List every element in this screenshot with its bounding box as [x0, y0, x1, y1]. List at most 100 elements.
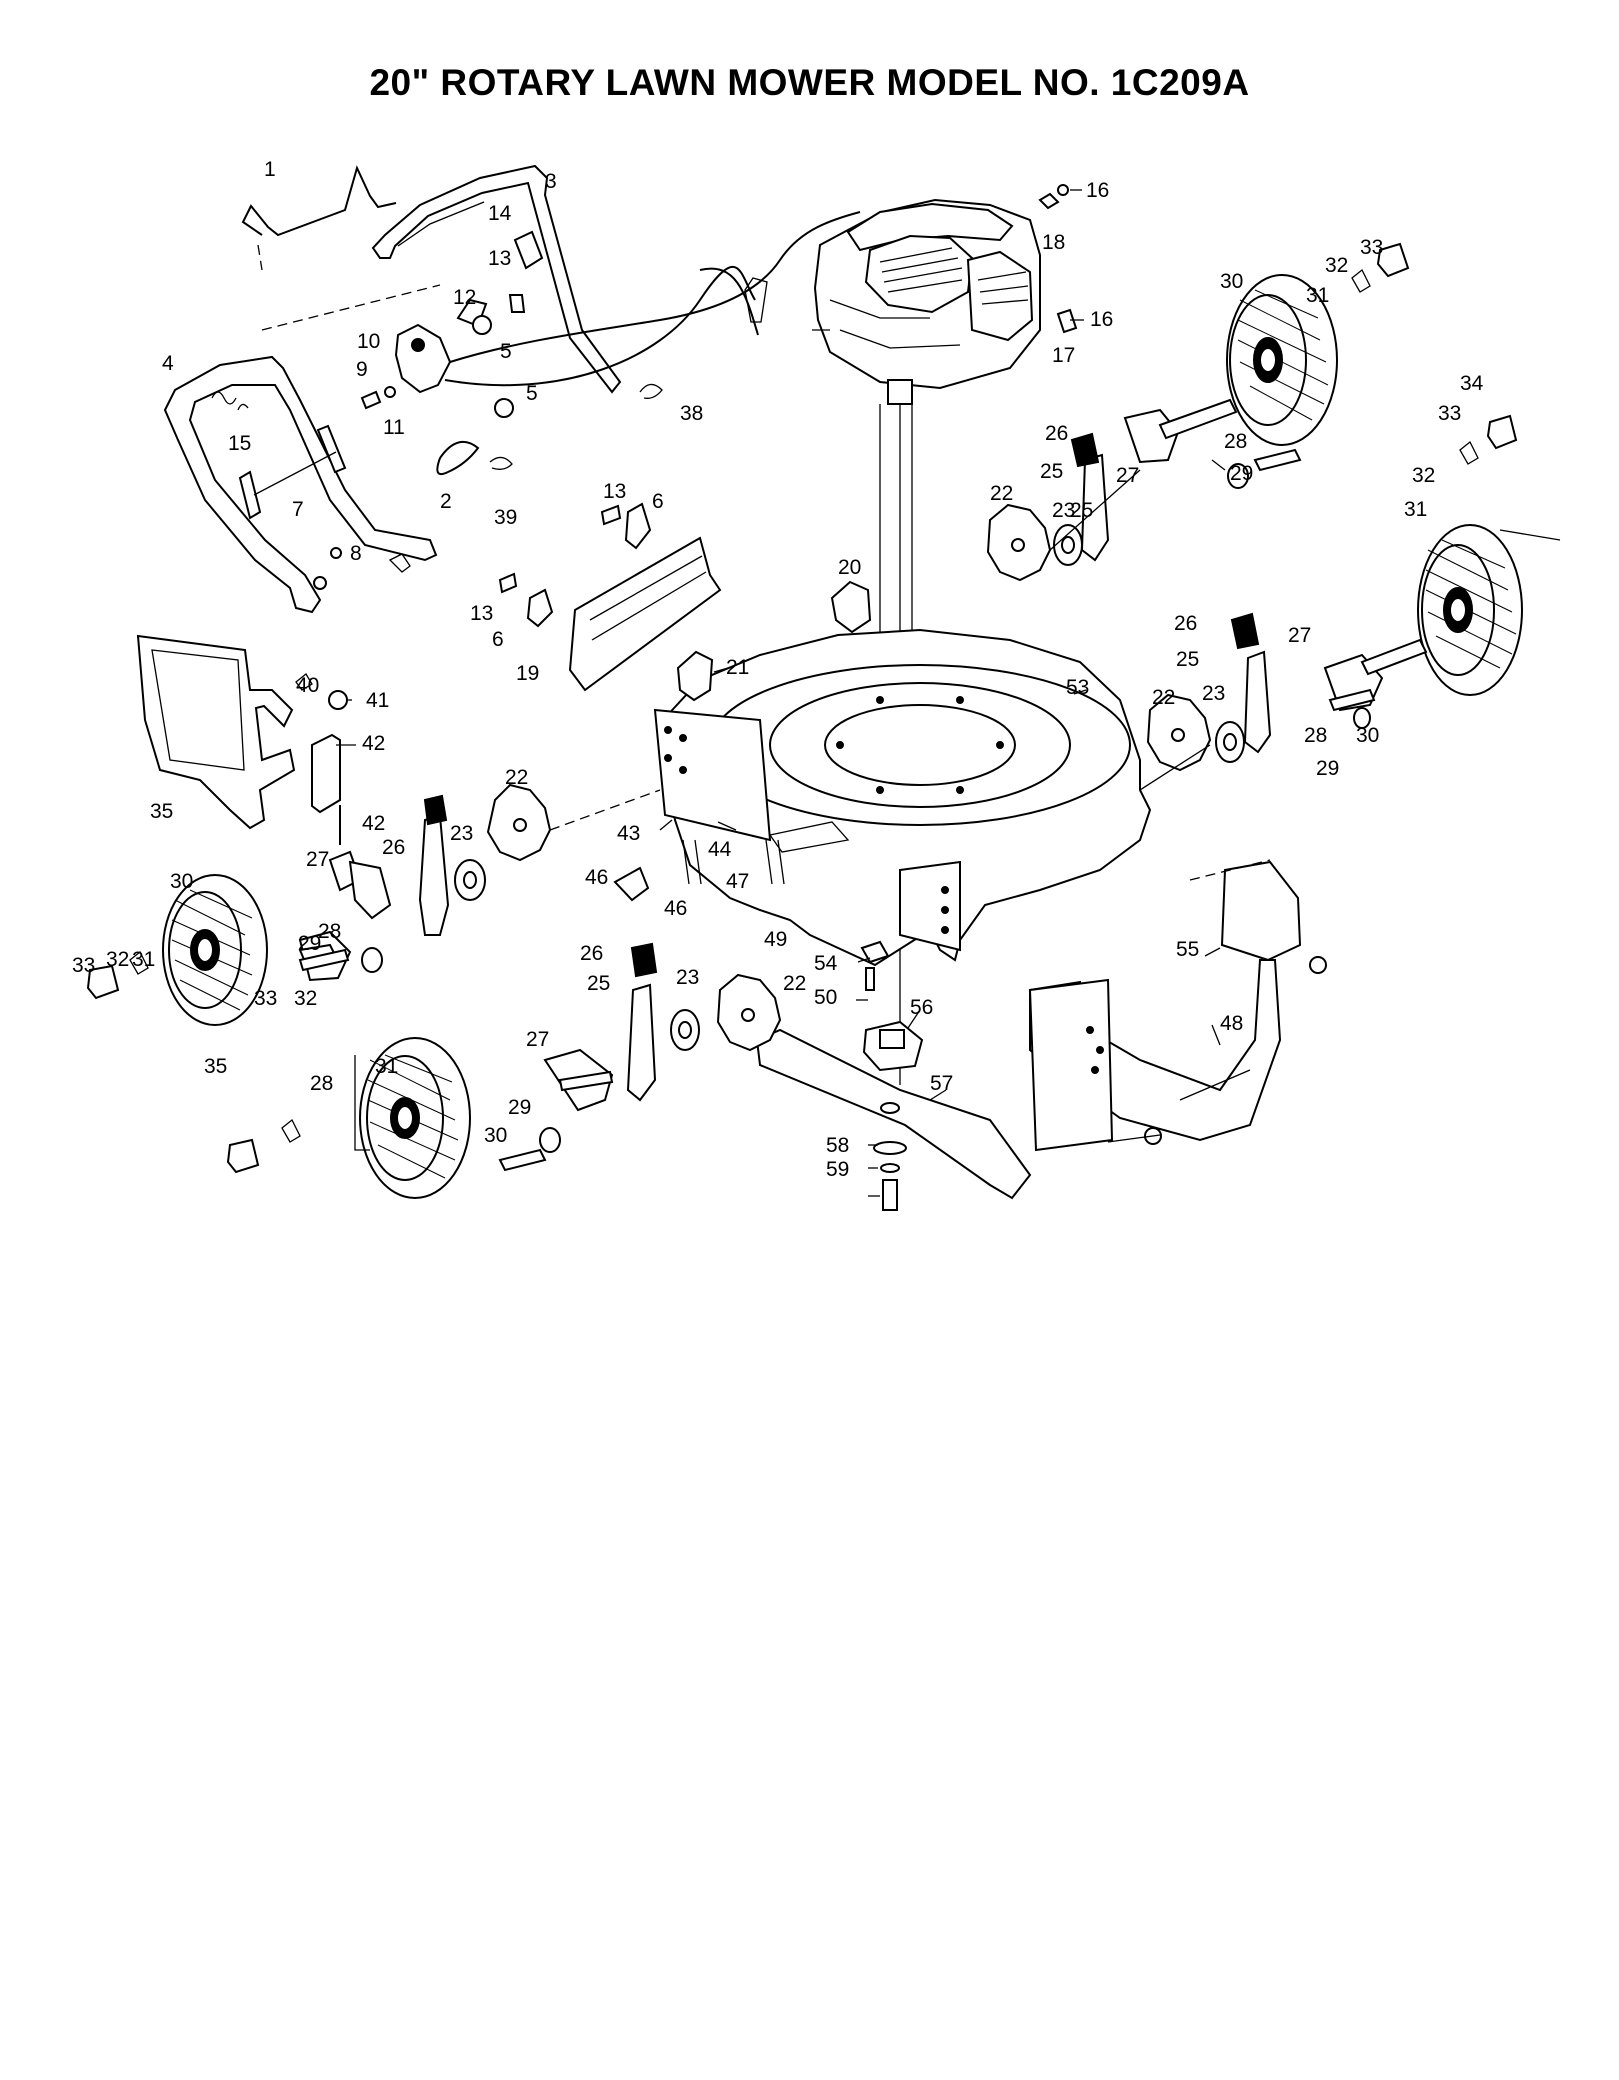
callout-label: 25 [1040, 460, 1063, 483]
blade-55 [755, 940, 1032, 1211]
callout-label: 11 [383, 416, 405, 439]
callout-label: 27 [1116, 464, 1139, 487]
upper-handle [241, 164, 622, 394]
callout-label: 14 [488, 202, 512, 225]
callout-label: 6 [492, 628, 504, 651]
callout-label: 4 [162, 352, 174, 375]
callout-label: 25 [1176, 648, 1199, 671]
callout-label: 50 [814, 986, 837, 1009]
callout-label: 29 [1316, 757, 1339, 780]
callout-label: 2 [440, 490, 452, 513]
callout-label: 32 [1412, 464, 1435, 487]
callout-label: 33 [72, 954, 95, 977]
callout-label: 35 [204, 1055, 227, 1078]
callout-label: 54 [814, 952, 838, 975]
callout-label: 32 [106, 948, 129, 971]
callout-label: 16 [1090, 308, 1113, 331]
leader-lines [336, 189, 1251, 1197]
callout-label: 32 [294, 987, 317, 1010]
callout-label: 26 [1174, 612, 1197, 635]
callout-label: 17 [1052, 344, 1075, 367]
callout-label: 31 [1404, 498, 1427, 521]
callout-label: 13 [603, 480, 626, 503]
callout-label: 23 [676, 966, 699, 989]
rear-right-wheel [1139, 414, 1561, 791]
callout-label: 27 [306, 848, 329, 871]
callout-label: 56 [910, 996, 933, 1019]
callout-label: 5 [526, 382, 538, 405]
callout-label: 30 [170, 870, 193, 893]
callout-label: 44 [708, 838, 732, 861]
callout-label: 29 [1230, 462, 1253, 485]
callout-label: 59 [826, 1158, 849, 1181]
callout-label: 31 [132, 948, 155, 971]
callout-label: 26 [580, 942, 603, 965]
callout-label: 27 [526, 1028, 549, 1051]
callout-label: 22 [1152, 686, 1175, 709]
engine-59 [813, 184, 1078, 405]
callout-label: 25 [1070, 499, 1093, 522]
callout-label: 35 [150, 800, 173, 823]
callout-label: 10 [357, 330, 380, 353]
callout-label: 20 [838, 556, 861, 579]
mower-deck-49 [498, 502, 1327, 1152]
callout-label: 46 [664, 897, 687, 920]
callout-label: 21 [726, 656, 749, 679]
callout-label: 29 [508, 1096, 531, 1119]
lower-handle [163, 355, 438, 614]
callout-label: 9 [356, 358, 368, 381]
callout-label: 33 [1438, 402, 1461, 425]
callout-label: 19 [516, 662, 539, 685]
callout-labels: 1 2 3 4 5 5 6 6 7 8 9 10 11 12 13 13 13 … [72, 158, 1484, 1181]
callout-label: 49 [764, 928, 787, 951]
callout-label: 5 [500, 340, 512, 363]
callout-label: 27 [1288, 624, 1311, 647]
front-left-wheel [86, 783, 661, 1026]
callout-label: 22 [783, 972, 806, 995]
callout-label: 12 [453, 286, 476, 309]
rear-left-wheel [226, 942, 782, 1199]
callout-label: 42 [362, 732, 385, 755]
callout-label: 8 [350, 542, 362, 565]
callout-label: 25 [587, 972, 610, 995]
callout-label: 15 [228, 432, 251, 455]
callout-label: 40 [296, 674, 319, 697]
callout-label: 23 [450, 822, 473, 845]
callout-label: 28 [318, 920, 341, 943]
callout-label: 47 [726, 870, 749, 893]
callout-label: 28 [1224, 430, 1247, 453]
callout-label: 30 [1356, 724, 1379, 747]
callout-label: 30 [1220, 270, 1243, 293]
callout-label: 26 [1045, 422, 1068, 445]
callout-label: 16 [1086, 179, 1109, 202]
diagram-title: 20" ROTARY LAWN MOWER MODEL NO. 1C209A [369, 62, 1250, 103]
callout-label: 39 [494, 506, 517, 529]
callout-label: 7 [292, 498, 304, 521]
callout-label: 13 [470, 602, 493, 625]
callout-label: 29 [298, 932, 321, 955]
callout-label: 38 [680, 402, 703, 425]
callout-label: 33 [254, 987, 277, 1010]
callout-label: 13 [488, 247, 511, 270]
callout-label: 23 [1052, 499, 1075, 522]
callout-label: 58 [826, 1134, 849, 1157]
callout-label: 53 [1066, 676, 1089, 699]
callout-label: 1 [264, 158, 276, 181]
callout-label: 33 [1360, 236, 1383, 259]
callout-label: 31 [1306, 284, 1329, 307]
callout-label: 32 [1325, 254, 1348, 277]
callout-label: 57 [930, 1072, 953, 1095]
callout-label: 28 [310, 1072, 333, 1095]
callout-label: 34 [1460, 372, 1484, 395]
callout-label: 22 [990, 482, 1013, 505]
control-and-cable [360, 211, 861, 476]
callout-label: 41 [366, 689, 389, 712]
callout-label: 42 [362, 812, 385, 835]
front-right-wheel [986, 242, 1410, 582]
callout-label: 6 [652, 490, 664, 513]
callout-label: 22 [505, 766, 528, 789]
callout-label: 28 [1304, 724, 1327, 747]
callout-label: 46 [585, 866, 608, 889]
